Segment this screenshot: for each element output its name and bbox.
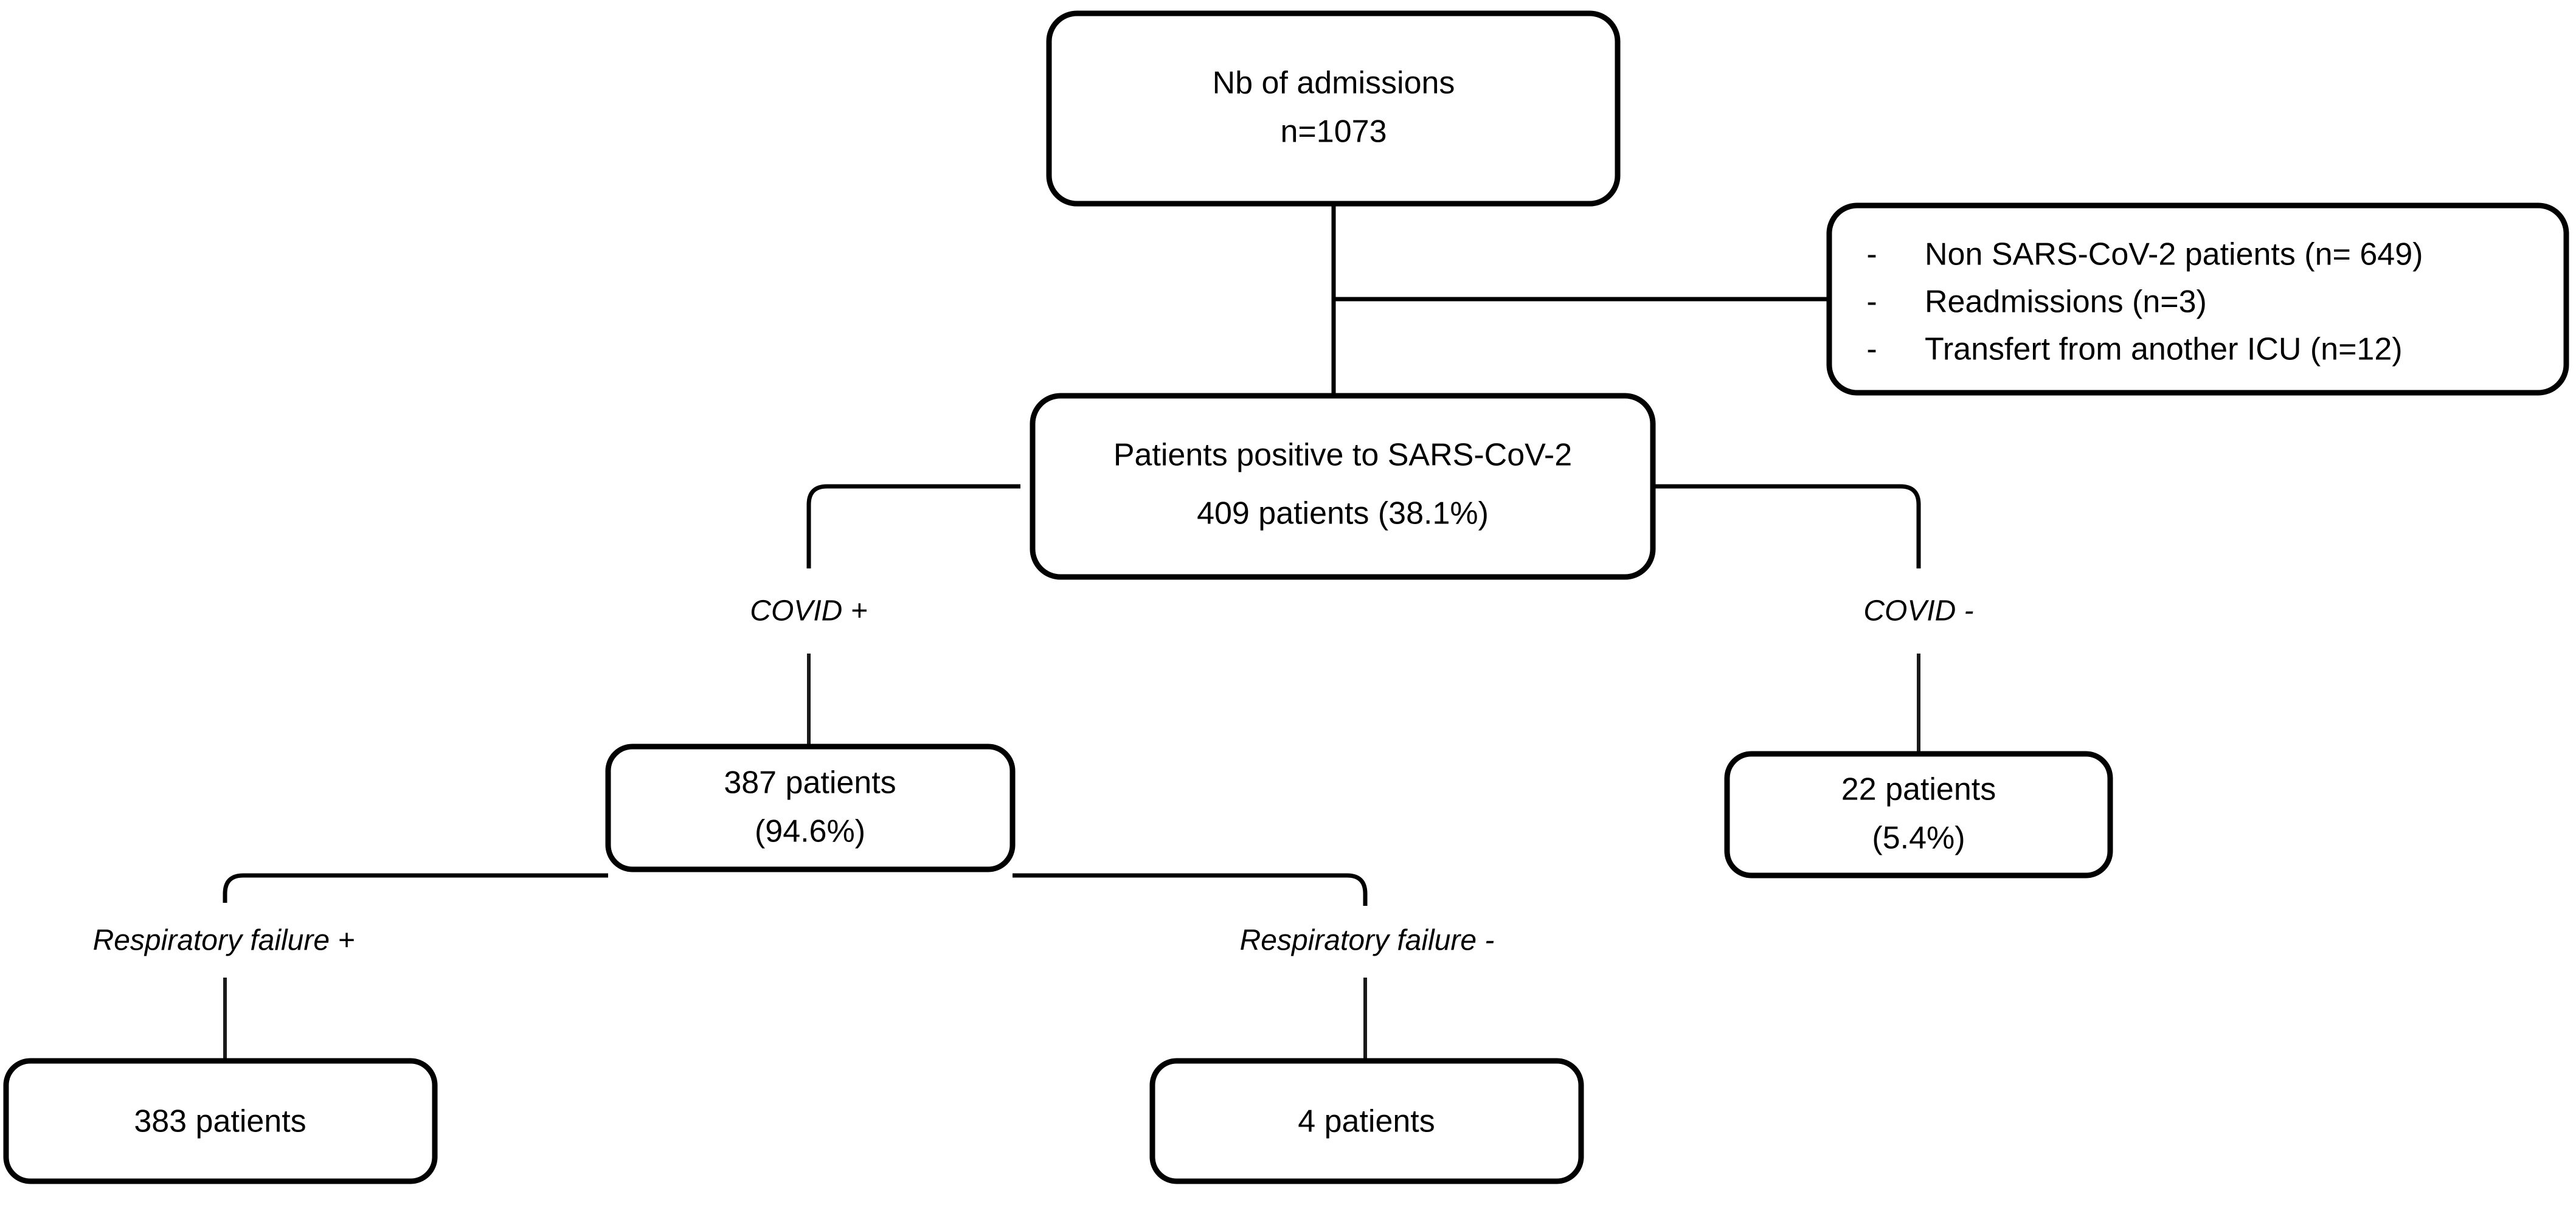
node-positive[interactable]: Patients positive to SARS-CoV-2 409 pati… [1030, 393, 1656, 580]
node-positive-shape [1030, 393, 1656, 580]
node-positive-line1: Patients positive to SARS-CoV-2 [1113, 438, 1572, 473]
edge-label-resp-plus: Respiratory failure + [93, 925, 355, 957]
node-resp-pos[interactable]: 383 patients [3, 1058, 438, 1184]
node-covid-neg-line1: 22 patients [1841, 772, 1996, 807]
node-exclusions[interactable]: - Non SARS-CoV-2 patients (n= 649) - Rea… [1826, 202, 2569, 396]
connector-387-to-respminus-elbow [1013, 873, 1368, 906]
exclusion-item-2: Transfert from another ICU (n=12) [1925, 332, 2403, 367]
node-covid-neg[interactable]: 22 patients (5.4%) [1724, 751, 2113, 878]
node-covid-pos-shape [605, 744, 1016, 872]
node-positive-line2: 409 patients (38.1%) [1197, 496, 1489, 531]
node-admissions[interactable]: Nb of admissions n=1073 [1046, 10, 1621, 207]
connector-387-to-respplus-elbow [223, 873, 608, 903]
edge-label-resp-minus: Respiratory failure - [1240, 925, 1495, 957]
connector-positive-to-covidplus-elbow [806, 484, 1020, 568]
node-resp-neg-shape [1149, 1058, 1584, 1184]
node-admissions-line1: Nb of admissions [1213, 66, 1455, 101]
node-admissions-shape [1046, 10, 1621, 207]
node-resp-neg[interactable]: 4 patients [1149, 1058, 1584, 1184]
node-covid-pos-line2: (94.6%) [755, 814, 865, 849]
edge-label-covid-plus: COVID + [750, 595, 867, 627]
connector-positive-to-covidminus-elbow [1647, 484, 1921, 568]
node-resp-pos-line1: 383 patients [134, 1104, 306, 1139]
edge-label-covid-minus: COVID - [1863, 595, 1973, 627]
node-covid-pos[interactable]: 387 patients (94.6%) [605, 744, 1016, 872]
exclusion-item-1: Readmissions (n=3) [1925, 285, 2207, 320]
node-resp-pos-shape [3, 1058, 438, 1184]
exclusion-item-0: Non SARS-CoV-2 patients (n= 649) [1925, 237, 2423, 272]
node-admissions-line2: n=1073 [1281, 114, 1387, 150]
exclusion-bullet-2: - [1866, 332, 1877, 367]
node-exclusions-shape [1826, 202, 2569, 396]
node-resp-neg-line1: 4 patients [1298, 1104, 1435, 1139]
node-covid-neg-line2: (5.4%) [1872, 821, 1965, 856]
exclusion-bullet-1: - [1866, 285, 1877, 320]
node-covid-neg-shape [1724, 751, 2113, 878]
exclusion-bullet-0: - [1866, 237, 1877, 272]
node-covid-pos-line1: 387 patients [724, 765, 896, 801]
